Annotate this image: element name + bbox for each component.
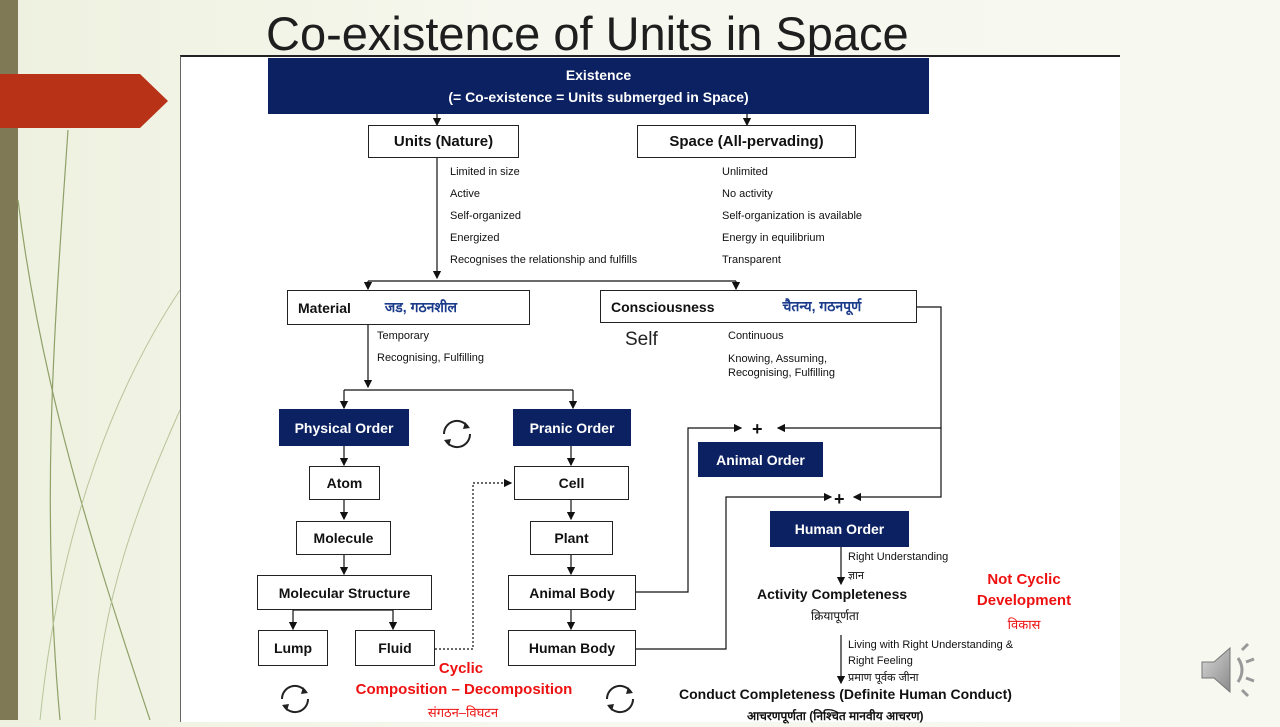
cycle-icon	[280, 684, 310, 714]
space-prop: Unlimited	[722, 166, 768, 178]
material-prop: Recognising, Fulfilling	[377, 352, 484, 364]
material-prop: Temporary	[377, 330, 429, 342]
material-label: Material	[298, 299, 351, 316]
consciousness-prop: Recognising, Fulfilling	[728, 367, 835, 379]
space-prop: Self-organization is available	[722, 210, 863, 222]
consciousness-prop: Knowing, Assuming,	[728, 353, 828, 365]
development-label: Development	[976, 592, 1072, 609]
composition-decomposition-label: Composition – Decomposition	[355, 681, 573, 698]
space-prop: Transparent	[722, 254, 781, 266]
diagram-canvas: Existence (= Co-existence = Units submer…	[180, 55, 1120, 723]
animal-order-box: Animal Order	[698, 442, 823, 477]
fluid-box: Fluid	[355, 630, 435, 666]
space-prop: Energy in equilibrium	[722, 232, 825, 244]
pranic-order-box: Pranic Order	[513, 409, 631, 446]
activity-hindi: क्रियापूर्णता	[811, 609, 859, 623]
material-box: Material जड, गठनशील	[287, 290, 530, 325]
plus-sign-animal: +	[752, 419, 763, 439]
cyclic-label: Cyclic	[438, 660, 484, 677]
conduct-hindi: आचरणपूर्णता (निश्चित मानवीय आचरण)	[747, 709, 924, 723]
human-body-box: Human Body	[508, 630, 636, 666]
speaker-icon[interactable]	[1198, 640, 1264, 700]
living-text: Right Feeling	[848, 655, 913, 667]
units-prop: Limited in size	[450, 166, 520, 178]
not-cyclic-label: Not Cyclic	[987, 571, 1061, 588]
development-hindi: विकास	[1007, 617, 1041, 632]
atom-box: Atom	[309, 466, 380, 500]
self-label: Self	[625, 329, 658, 350]
animal-body-box: Animal Body	[508, 575, 636, 610]
existence-subtitle: (= Co-existence = Units submerged in Spa…	[448, 89, 749, 105]
gyan-text: ज्ञान	[848, 570, 865, 582]
left-accent-strip	[0, 0, 18, 720]
units-prop: Active	[450, 188, 480, 200]
consciousness-box: Consciousness चैतन्य, गठनपूर्ण	[600, 290, 917, 323]
right-understanding-text: Right Understanding	[848, 551, 949, 563]
conduct-completeness: Conduct Completeness (Definite Human Con…	[679, 686, 1012, 702]
consciousness-prop: Continuous	[728, 330, 784, 342]
units-prop: Self-organized	[450, 210, 521, 222]
existence-box: Existence (= Co-existence = Units submer…	[268, 58, 929, 114]
plant-box: Plant	[530, 521, 613, 555]
molecule-box: Molecule	[296, 521, 391, 555]
physical-order-box: Physical Order	[279, 409, 409, 446]
space-prop: No activity	[722, 188, 773, 200]
lump-box: Lump	[258, 630, 328, 666]
existence-title: Existence	[565, 67, 632, 83]
consciousness-label: Consciousness	[611, 298, 715, 315]
red-arrow-tab	[0, 74, 168, 128]
cycle-icon	[605, 684, 635, 714]
activity-completeness: Activity Completeness	[757, 586, 908, 602]
units-prop: Recognises the relationship and fulfills	[450, 254, 638, 266]
cycle-icon	[442, 419, 472, 449]
space-box: Space (All-pervading)	[637, 125, 856, 158]
molecular-structure-box: Molecular Structure	[257, 575, 432, 610]
units-prop: Energized	[450, 232, 500, 244]
decorative-curves	[17, 129, 181, 720]
units-box: Units (Nature)	[368, 125, 519, 158]
plus-sign-human: +	[834, 489, 845, 509]
human-order-box: Human Order	[770, 511, 909, 547]
material-hindi: जड, गठनशील	[384, 299, 458, 315]
consciousness-hindi: चैतन्य, गठनपूर्ण	[782, 298, 862, 314]
cell-box: Cell	[514, 466, 629, 500]
slide-title: Co-existence of Units in Space	[266, 7, 909, 60]
living-hindi: प्रमाण पूर्वक जीना	[848, 672, 919, 684]
living-text: Living with Right Understanding &	[848, 639, 1014, 651]
cyclic-hindi: संगठन–विघटन	[427, 705, 499, 720]
connector-lines	[288, 114, 942, 685]
